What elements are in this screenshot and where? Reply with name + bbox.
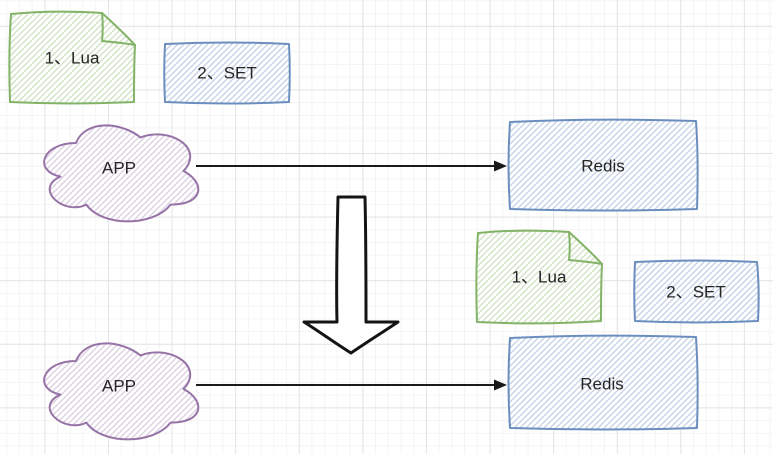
set-box-shape[interactable] bbox=[163, 41, 291, 105]
lua-note-top-label: 1、Lua bbox=[45, 49, 100, 68]
set-box-top-label: 2、SET bbox=[197, 64, 257, 83]
cloud-shape[interactable] bbox=[43, 124, 200, 223]
set-box-top[interactable]: 2、SET bbox=[163, 41, 291, 105]
note-shape[interactable] bbox=[475, 229, 603, 325]
redis-box-top[interactable]: Redis bbox=[507, 118, 699, 212]
app-cloud-bottom[interactable]: APP bbox=[43, 342, 200, 441]
set-box-bottom-label: 2、SET bbox=[666, 283, 726, 302]
set-box-bottom[interactable]: 2、SET bbox=[633, 259, 760, 324]
redis-box-top-label: Redis bbox=[581, 157, 624, 176]
note-fold-corner bbox=[568, 231, 603, 265]
app-cloud-top-label: APP bbox=[102, 159, 136, 178]
transform-down-arrow-icon[interactable] bbox=[302, 195, 400, 355]
lua-note-bottom[interactable]: 1、Lua bbox=[475, 229, 603, 325]
redis-box-bottom[interactable]: Redis bbox=[507, 334, 699, 431]
app-cloud-top[interactable]: APP bbox=[43, 124, 200, 223]
cloud-shape[interactable] bbox=[43, 342, 200, 441]
redis-box-shape[interactable] bbox=[507, 118, 699, 212]
set-box-shape[interactable] bbox=[633, 259, 760, 324]
redis-box-shape[interactable] bbox=[507, 334, 699, 431]
lua-note-bottom-label: 1、Lua bbox=[512, 268, 567, 287]
lua-note-top[interactable]: 1、Lua bbox=[8, 10, 136, 105]
app-cloud-bottom-label: APP bbox=[102, 377, 136, 396]
redis-box-bottom-label: Redis bbox=[580, 375, 623, 394]
note-shape[interactable] bbox=[8, 10, 136, 105]
note-fold-corner bbox=[101, 12, 136, 46]
